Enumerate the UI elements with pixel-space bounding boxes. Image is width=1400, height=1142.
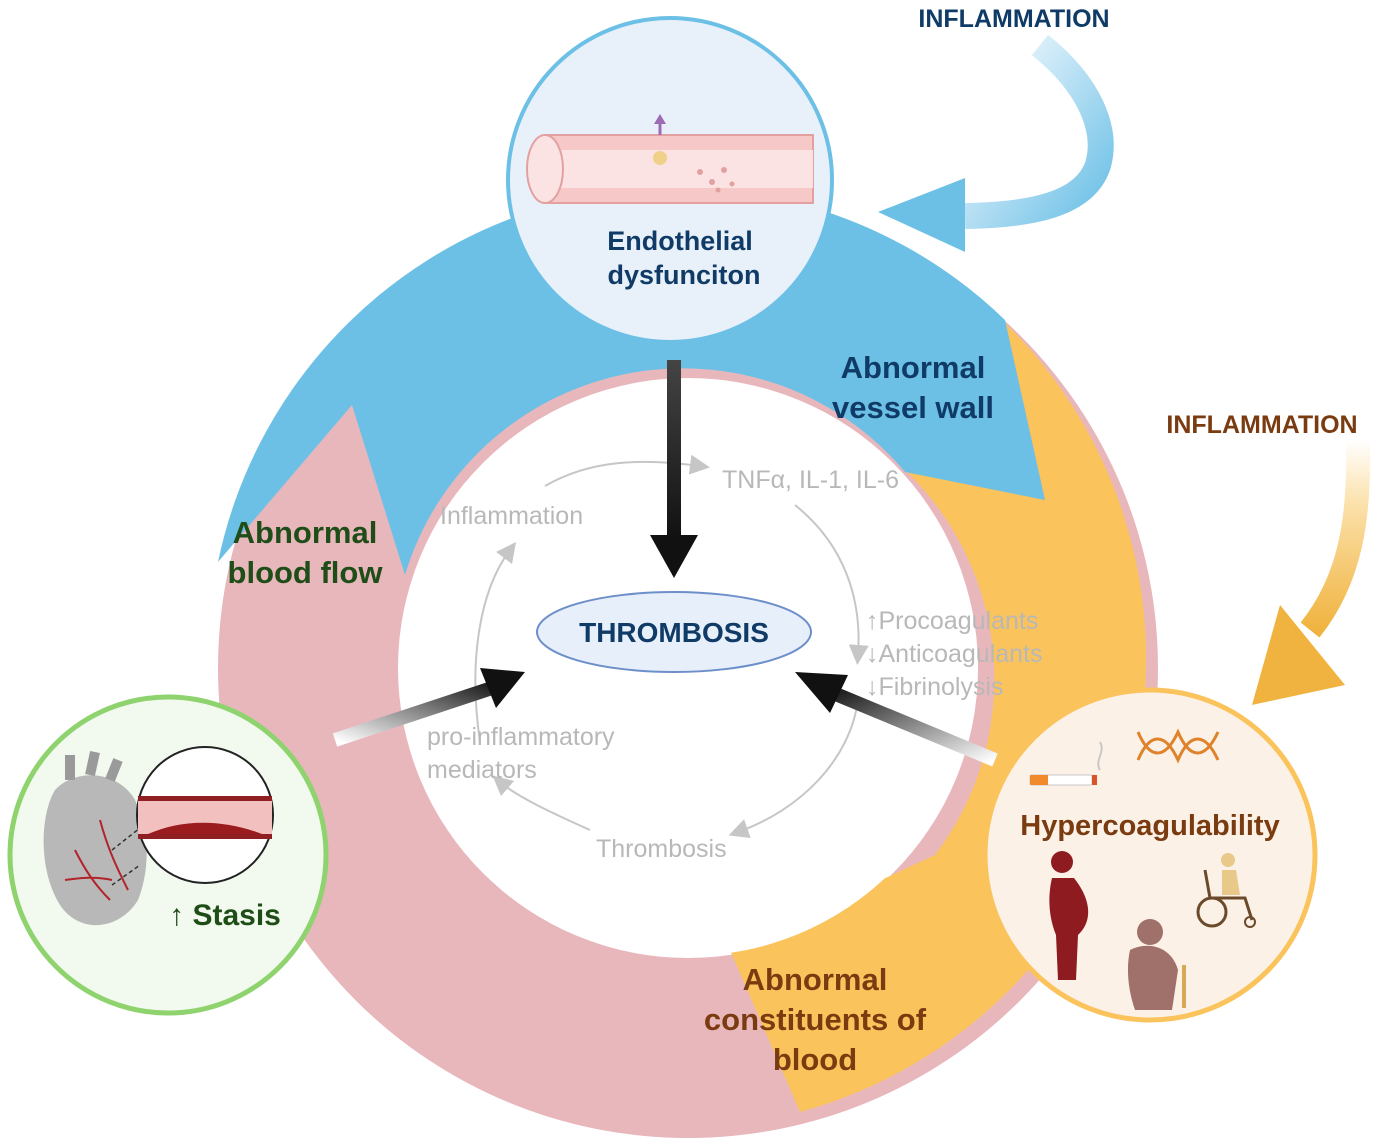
- pregnant-woman-icon: [1049, 851, 1089, 980]
- blue-segment: [218, 187, 1045, 576]
- endothelial-circle: Endothelial dysfunciton: [506, 16, 834, 344]
- endothelial-label-2: dysfunciton: [608, 260, 761, 290]
- arrow-right: [795, 672, 998, 767]
- dna-icon: [1136, 728, 1220, 764]
- cycle-proinflammatory: pro-inflammatory: [427, 723, 615, 751]
- constituents-label-2: constituents of: [704, 1002, 927, 1037]
- stasis-label: ↑ Stasis: [169, 899, 281, 932]
- constituents-label-3: blood: [773, 1042, 857, 1077]
- center-thrombosis: THROMBOSIS: [536, 591, 812, 673]
- blood-flow-label-2: blood flow: [228, 555, 384, 590]
- inflammation-arrow-right: [1252, 439, 1371, 705]
- vessel-wall-label-2: vessel wall: [832, 390, 994, 425]
- hypercoag-circle: Hypercoagulability: [982, 687, 1318, 1023]
- stasis-circle: ↑ Stasis: [7, 694, 329, 1016]
- inflammation-arrow-top: [878, 34, 1114, 252]
- inflammation-right-label: INFLAMMATION: [1166, 411, 1357, 439]
- inner-cycle: [474, 454, 869, 839]
- cigarette-icon: [1029, 741, 1103, 786]
- cycle-labels: TNFα, IL-1, IL-6 Inflammation ↑Procoagul…: [427, 466, 1043, 863]
- cycle-anticoagulants: ↓Anticoagulants: [866, 640, 1043, 668]
- cycle-cytokines: TNFα, IL-1, IL-6: [722, 466, 899, 494]
- elderly-person-icon: [1127, 919, 1186, 1010]
- vessel-icon: [526, 114, 814, 204]
- wheelchair-icon: [1196, 853, 1256, 928]
- cycle-procoagulants: ↑Procoagulants: [866, 607, 1038, 635]
- center-label: THROMBOSIS: [579, 617, 769, 648]
- blood-flow-label-1: Abnormal: [233, 515, 378, 550]
- cycle-mediators: mediators: [427, 756, 537, 784]
- arrow-top: [650, 360, 698, 578]
- endothelial-label-1: Endothelial: [607, 226, 753, 256]
- cycle-inflammation: Inflammation: [440, 502, 583, 530]
- vessel-zoom-icon: [136, 746, 274, 884]
- cycle-thrombosis: Thrombosis: [596, 835, 727, 863]
- hypercoag-label: Hypercoagulability: [1020, 810, 1279, 842]
- cycle-fibrinolysis: ↓Fibrinolysis: [866, 673, 1004, 701]
- vessel-wall-label-1: Abnormal: [841, 350, 986, 385]
- constituents-label-1: Abnormal: [743, 962, 888, 997]
- inflammation-top-label: INFLAMMATION: [918, 5, 1109, 33]
- arrow-left: [332, 668, 525, 747]
- heart-icon: [43, 750, 147, 926]
